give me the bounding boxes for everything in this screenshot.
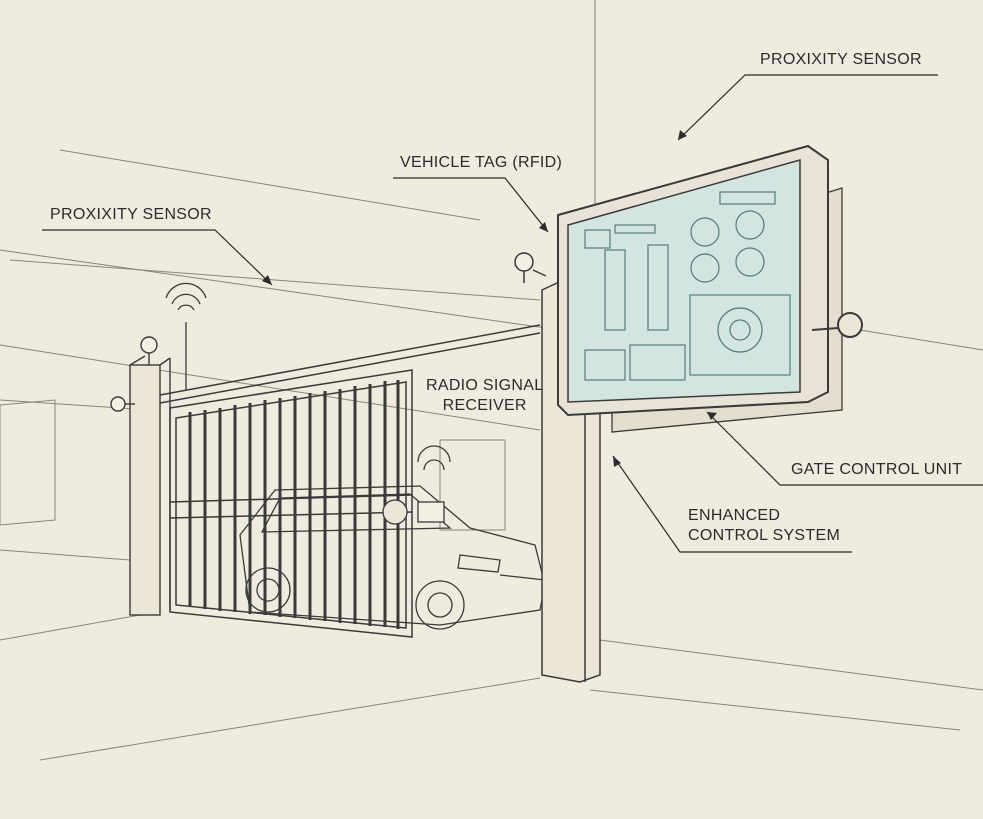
- perspective-line: [0, 614, 141, 641]
- label-enhanced-line1: ENHANCED: [688, 507, 781, 524]
- leader-vehicle-tag: [393, 177, 549, 233]
- label-proximity-sensor-right: PROXIXITY SENSOR: [760, 51, 922, 68]
- arrow-head: [613, 456, 621, 467]
- floor-line: [599, 639, 983, 691]
- label-radio-receiver-line2: RECEIVER: [442, 397, 527, 414]
- label-gate-control-unit: GATE CONTROL UNIT: [791, 461, 963, 478]
- leader-lines: [42, 74, 983, 553]
- label-vehicle-tag: VEHICLE TAG (RFID): [400, 154, 563, 171]
- leader-proximity-left: [42, 229, 273, 286]
- label-enhanced-control-system: ENHANCED CONTROL SYSTEM: [688, 506, 840, 546]
- window: [0, 399, 56, 526]
- leader-proximity-right: [677, 74, 938, 141]
- arrowheads: [262, 130, 717, 467]
- perspective-line: [9, 259, 541, 301]
- arrow-head: [539, 222, 548, 232]
- label-radio-receiver: RADIO SIGNAL RECEIVER: [426, 376, 543, 416]
- screen-ui: [584, 191, 791, 381]
- floor-line: [589, 689, 961, 731]
- gate-bars: [188, 380, 400, 629]
- leader-enhanced: [612, 455, 852, 553]
- antenna: [165, 282, 207, 390]
- ceiling-line: [59, 149, 481, 221]
- gate-frame: [159, 324, 541, 638]
- label-enhanced-line2: CONTROL SYSTEM: [688, 527, 841, 544]
- control-unit-housing: [557, 144, 863, 417]
- car: [239, 445, 546, 630]
- perspective-line: [0, 549, 131, 561]
- arrow-head: [707, 412, 717, 420]
- leader-gate-control: [706, 411, 983, 486]
- label-proximity-sensor-left: PROXIXITY SENSOR: [50, 206, 212, 223]
- perspective-line: [0, 344, 541, 431]
- perspective-line: [39, 677, 541, 761]
- wall-line: [859, 329, 983, 351]
- doorway: [439, 439, 506, 531]
- perspective-line: [0, 399, 151, 411]
- arrow-head: [678, 130, 687, 140]
- label-radio-receiver-line1: RADIO SIGNAL: [426, 377, 544, 394]
- perspective-line: [0, 249, 561, 331]
- arrow-head: [262, 275, 272, 285]
- left-post: [110, 336, 171, 616]
